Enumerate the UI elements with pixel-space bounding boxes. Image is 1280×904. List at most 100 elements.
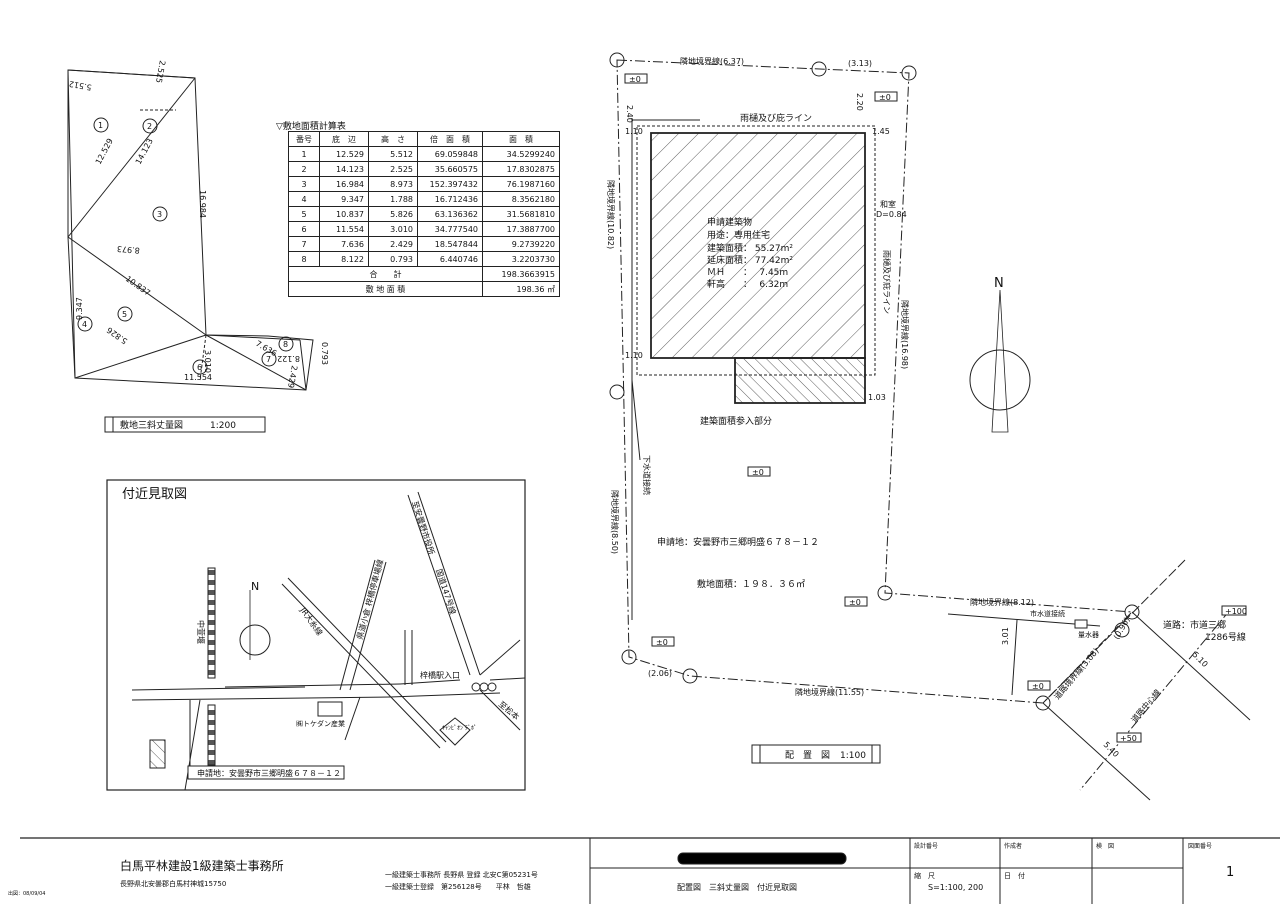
table-cell: 6 bbox=[288, 221, 320, 237]
scale-value: S=1:100, 200 bbox=[928, 883, 983, 892]
tri-label-1: 1 bbox=[98, 121, 103, 130]
map-station-label: 梓橋駅入口 bbox=[420, 670, 460, 680]
triangle-labels: 1 2 3 4 5 6 7 8 5.512 2.525 12.529 14.12… bbox=[68, 60, 329, 389]
table-cell: 11.554 bbox=[319, 221, 369, 237]
office-address: 長野県北安曇郡白馬村神城15750 bbox=[120, 879, 226, 888]
level-a: ±0 bbox=[629, 75, 641, 84]
road-boundary-label: 道路境界線(3.08) bbox=[1052, 646, 1101, 702]
boundary-north-label: 隣地境界線(6.37) bbox=[680, 56, 744, 66]
table-cell: 0.793 bbox=[368, 251, 418, 267]
boundary-west-label: 隣地境界線(10.82) bbox=[606, 180, 616, 249]
site-area-value: 198.36 ㎡ bbox=[482, 281, 560, 297]
total-value: 198.3663915 bbox=[482, 266, 560, 282]
caption-scale: 1:200 bbox=[210, 421, 236, 431]
dim-220: 2.20 bbox=[855, 93, 864, 111]
dim-110a: 1.10 bbox=[625, 127, 643, 136]
tri-dim: 8.122 bbox=[277, 354, 300, 363]
table-cell: 35.660575 bbox=[417, 161, 483, 177]
title-block-text: 白馬平林建設1級建築士事務所 長野県北安曇郡白馬村神城15750 出図：08/0… bbox=[8, 842, 1234, 897]
table-cell: 34.5299240 bbox=[482, 146, 560, 162]
table-cell: 5.512 bbox=[368, 146, 418, 162]
road-center-label: 道路中心線 bbox=[1129, 687, 1162, 724]
boundary-west2-label: 隣地境界線(8.50) bbox=[610, 490, 620, 554]
level-e: ±0 bbox=[656, 638, 668, 647]
date-label: 日 付 bbox=[1004, 871, 1025, 880]
vicinity-map-labels: 付近見取図 N 中萱堰 JR大糸線 県道小倉 梓橋停車場線 国道147号線 至安… bbox=[122, 487, 522, 780]
site-plan-scale: 1:100 bbox=[840, 751, 866, 761]
title-block bbox=[20, 837, 1280, 904]
table-cell: 1.788 bbox=[368, 191, 418, 207]
tri-dim: 16.984 bbox=[198, 190, 207, 218]
building-info-line: 延床面積： 77.42m² bbox=[707, 254, 793, 266]
washitsu-d: D=0.84 bbox=[876, 210, 907, 219]
dim-110b: 1.10 bbox=[625, 351, 643, 360]
tri-dim: 14.123 bbox=[134, 137, 155, 166]
table-cell: 31.5681810 bbox=[482, 206, 560, 222]
applicant-site-label: 申請地：安曇野市三郷明盛６７８－１２ bbox=[657, 536, 819, 548]
building-info-line: ＭＨ ： 7.45m bbox=[707, 268, 788, 278]
level-b: ±0 bbox=[879, 93, 891, 102]
table-cell: 3.010 bbox=[368, 221, 418, 237]
level-g: +100 bbox=[1225, 607, 1247, 616]
building-info-line: 建築面積： 55.27m² bbox=[707, 242, 793, 254]
tri-label-5: 5 bbox=[122, 310, 127, 319]
map-store-label: ｷｬﾝﾋﾟｵﾝ ﾃﾞﾎﾟ bbox=[442, 725, 477, 732]
table-cell: 7.636 bbox=[319, 236, 369, 252]
table-cell: 5.826 bbox=[368, 206, 418, 222]
table-cell: 76.1987160 bbox=[482, 176, 560, 192]
boundary-south-label: 隣地境界線(11.55) bbox=[795, 687, 864, 697]
table-cell: 6.440746 bbox=[417, 251, 483, 267]
design-no-label: 設計番号 bbox=[914, 842, 938, 850]
header-cell: 倍 面 積 bbox=[417, 131, 483, 147]
tri-dim: 0.793 bbox=[320, 342, 329, 365]
sewer-label: 下水道接続 bbox=[642, 455, 652, 495]
dim-301: 3.01 bbox=[1001, 627, 1010, 645]
tri-label-7: 7 bbox=[266, 355, 271, 364]
table-cell: 69.059848 bbox=[417, 146, 483, 162]
tri-dim: 5.826 bbox=[105, 325, 129, 346]
road-name: 道路：市道三郷 bbox=[1163, 619, 1226, 631]
tri-dim: 11.554 bbox=[184, 373, 212, 382]
tri-dim: 2.429 bbox=[286, 365, 299, 389]
site-plan-caption: 配 置 図 bbox=[785, 750, 830, 761]
included-part-label: 建築面積参入部分 bbox=[700, 415, 772, 427]
table-cell: 18.547844 bbox=[417, 236, 483, 252]
table-cell: 16.984 bbox=[319, 176, 369, 192]
table-cell: 14.123 bbox=[319, 161, 369, 177]
tri-label-4: 4 bbox=[82, 320, 87, 329]
road-name2: 1286号線 bbox=[1205, 631, 1246, 643]
dim-206: (2.06) bbox=[648, 669, 672, 678]
dim-510: 5.10 bbox=[1191, 650, 1210, 669]
drawing-no: 1 bbox=[1226, 865, 1234, 880]
level-h: +50 bbox=[1120, 734, 1137, 743]
site-plan-labels: 隣地境界線(6.37) (3.13) 雨樋及び庇ライン 雨樋及び庇ライン 隣地境… bbox=[606, 56, 1247, 764]
table-cell: 3.2203730 bbox=[482, 251, 560, 267]
table-cell: 17.3887700 bbox=[482, 221, 560, 237]
site-area-label: 敷 地 面 積 bbox=[288, 281, 483, 297]
site-plan bbox=[609, 52, 1251, 801]
boundary-east-label: 隣地境界線(16.98) bbox=[900, 300, 910, 369]
tri-dim: 10.837 bbox=[124, 274, 152, 297]
tri-dim: 2.525 bbox=[154, 60, 167, 84]
drawing-titles: 配置図 三斜丈量図 付近見取図 bbox=[677, 882, 797, 892]
table-cell: 152.397432 bbox=[417, 176, 483, 192]
map-site-label: 申請地：安曇野市三郷明盛６７８－１２ bbox=[197, 768, 341, 778]
table-cell: 2 bbox=[288, 161, 320, 177]
dim-540: 5.40 bbox=[1102, 740, 1121, 759]
table-cell: 7 bbox=[288, 236, 320, 252]
table-cell: 8.3562180 bbox=[482, 191, 560, 207]
author-label: 作成者 bbox=[1004, 842, 1022, 850]
building-info: 申請建築物 用途：専用住宅 建築面積： 55.27m² 延床面積： 77.42m… bbox=[707, 216, 793, 290]
dim-313: (3.13) bbox=[848, 59, 872, 68]
tri-dim: 8.973 bbox=[117, 244, 141, 255]
tri-label-2: 2 bbox=[147, 122, 152, 131]
table-cell: 10.837 bbox=[319, 206, 369, 222]
